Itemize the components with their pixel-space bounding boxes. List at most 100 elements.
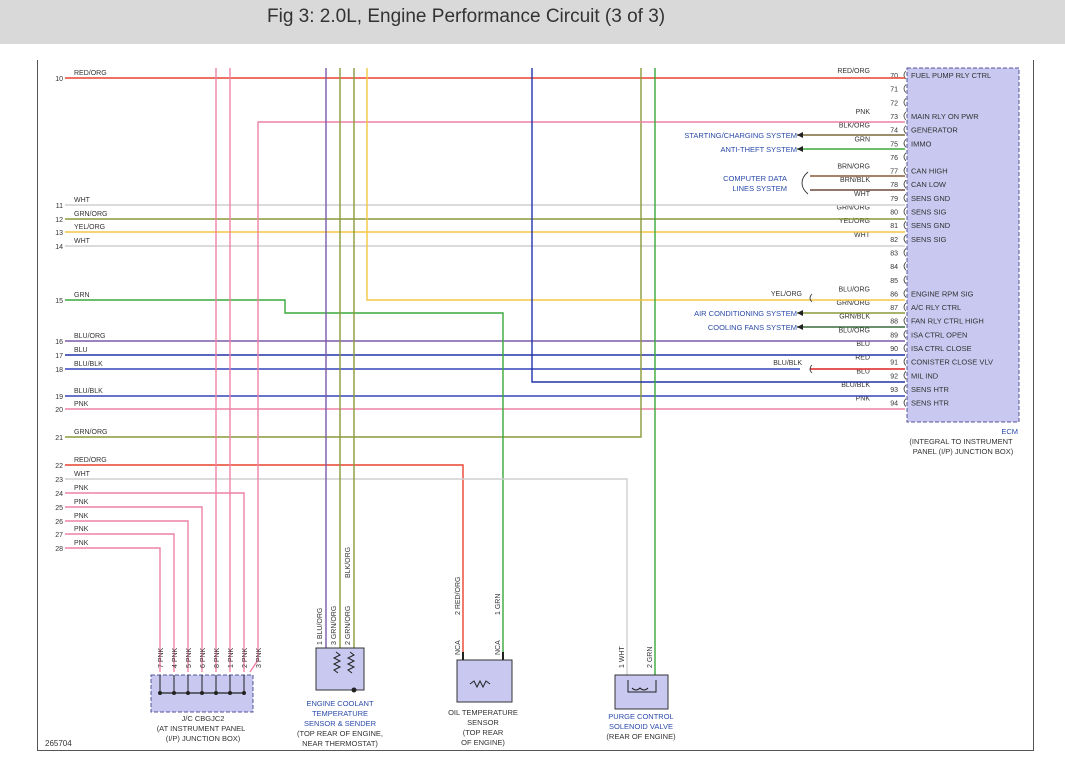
ecm-pin-function: SENS SIG [911,235,947,244]
oil-pin-label: 1 GRN [495,594,502,615]
wire-23 [65,478,628,675]
wire-label: GRN/ORG [74,429,107,436]
ecm-pin-number: 71 [890,87,898,94]
oil-desc: OF ENGINE) [461,738,505,747]
wire-label: PNK [74,401,89,408]
purge-pin-label: 2 GRN [647,647,654,668]
oil-pin-label: 2 RED/ORG [455,576,462,615]
jc-pin-label: 5 PNK [186,647,193,668]
wire-label: PNK [74,526,89,533]
jc-desc: (I/P) JUNCTION BOX) [166,734,241,743]
wire-number: 20 [55,407,63,414]
pin-connector [903,261,907,271]
ecm-wire-label: BLK/ORG [839,123,870,130]
ecm-box [906,67,1020,423]
wire-number: 15 [55,298,63,305]
purge-desc: (REAR OF ENGINE) [606,732,676,741]
ecm-desc: (INTEGRAL TO INSTRUMENT [909,437,1013,446]
ect-desc: (TOP REAR OF ENGINE, [297,729,383,738]
starting-system-label: STARTING/CHARGING SYSTEM [684,131,797,140]
ecm-pin-number: 84 [890,264,898,271]
ecm-wire-label: BLU [856,368,870,375]
ecm-pin-function: ISA CTRL CLOSE [911,344,972,353]
wire-label: WHT [74,471,91,478]
wire-92 [531,68,905,383]
wire-pnk [65,533,175,672]
data-system-label: LINES SYSTEM [732,184,787,193]
ecm-pin-number: 78 [890,182,898,189]
ecm-pin-function: SENS GND [911,194,951,203]
pin-connector [903,343,907,353]
wire-label: RED/ORG [74,70,107,77]
jc-pin-label: 8 PNK [214,647,221,668]
ecm-pin-function: SENS SIG [911,208,947,217]
ecm-pin-function: MAIN RLY ON PWR [911,112,979,121]
ect-label: TEMPERATURE [312,709,368,718]
ect-pin-label: 1 BLU/ORG [317,608,324,645]
pin-connector [903,275,907,285]
ect-wire-label: BLK/ORG [345,547,352,578]
ecm-pin-number: 92 [890,373,898,380]
ecm-wire-label: WHT [854,191,871,198]
wire-pnk [65,506,203,672]
ecm-pin-number: 87 [890,305,898,312]
junction-dot [186,691,190,695]
junction-dot [214,691,218,695]
wire-label: YEL/ORG [771,291,802,298]
ecm-pin-function: FUEL PUMP RLY CTRL [911,71,991,80]
wire-pnk-73 [249,121,905,673]
wire-number: 14 [55,244,63,251]
wire-number: 24 [55,491,63,498]
wire-pnk [65,520,189,672]
figure-title: Fig 3: 2.0L, Engine Performance Circuit … [267,6,666,27]
wire-number: 27 [55,532,63,539]
ecm-pin-function: SENS HTR [911,385,950,394]
junction-dot [242,691,246,695]
fans-system-label: COOLING FANS SYSTEM [708,323,797,332]
ecm-pin-function: CONISTER CLOSE VLV [911,358,993,367]
data-system-label: COMPUTER DATA [723,174,787,183]
oil-label: OIL TEMPERATURE [448,708,518,717]
arrow-head [797,146,803,152]
pin-connector [903,207,907,216]
jc-pin-label: 7 PNK [158,647,165,668]
wire-number: 13 [55,230,63,237]
pin-connector [903,248,907,257]
ect-sensor-box [315,647,365,691]
ecm-pin-function: FAN RLY CTRL HIGH [911,317,984,326]
ecm-wire-label: GRN/ORG [837,205,870,212]
pin-connector [903,111,907,121]
solenoid-symbol [627,680,657,693]
ecm-pin-function: A/C RLY CTRL [911,303,961,312]
ect-label: SENSOR & SENDER [304,719,377,728]
pin-connector [903,98,907,107]
pin-connector [903,384,907,394]
arrow-head [797,310,803,316]
ecm-wire-label: BLU/BLK [841,382,870,389]
wire-label: BLU/ORG [74,333,106,340]
wire-label: GRN/ORG [74,211,107,218]
jc-pin-label: 2 PNK [242,647,249,668]
document-id: 265704 [45,739,72,748]
pin-connector [903,357,907,366]
ecm-pin-number: 73 [890,114,898,121]
wire-number: 19 [55,394,63,401]
ecm-pin-number: 80 [890,210,898,217]
pin-connector [903,234,907,244]
pin-connector [903,166,907,175]
ecm-pin-function: CAN LOW [911,180,947,189]
pin-connector [903,179,907,189]
pin-connector [903,125,907,134]
jc-pin-label: 6 PNK [200,647,207,668]
pin-connector [903,302,907,312]
ecm-wire-label: BLU [856,341,870,348]
resistor-symbol [346,651,356,674]
ect-pin-label: 3 GRN/ORG [331,606,338,645]
ecm-wire-label: BLU/ORG [838,286,870,293]
pin-connector [903,84,907,93]
ecm-pin-number: 94 [890,401,898,408]
resistor-symbol [469,679,491,689]
purge-pin-label: 1 WHT [619,646,626,669]
ecm-pin-function: GENERATOR [911,126,958,135]
oil-nca-label: NCA [455,640,462,655]
